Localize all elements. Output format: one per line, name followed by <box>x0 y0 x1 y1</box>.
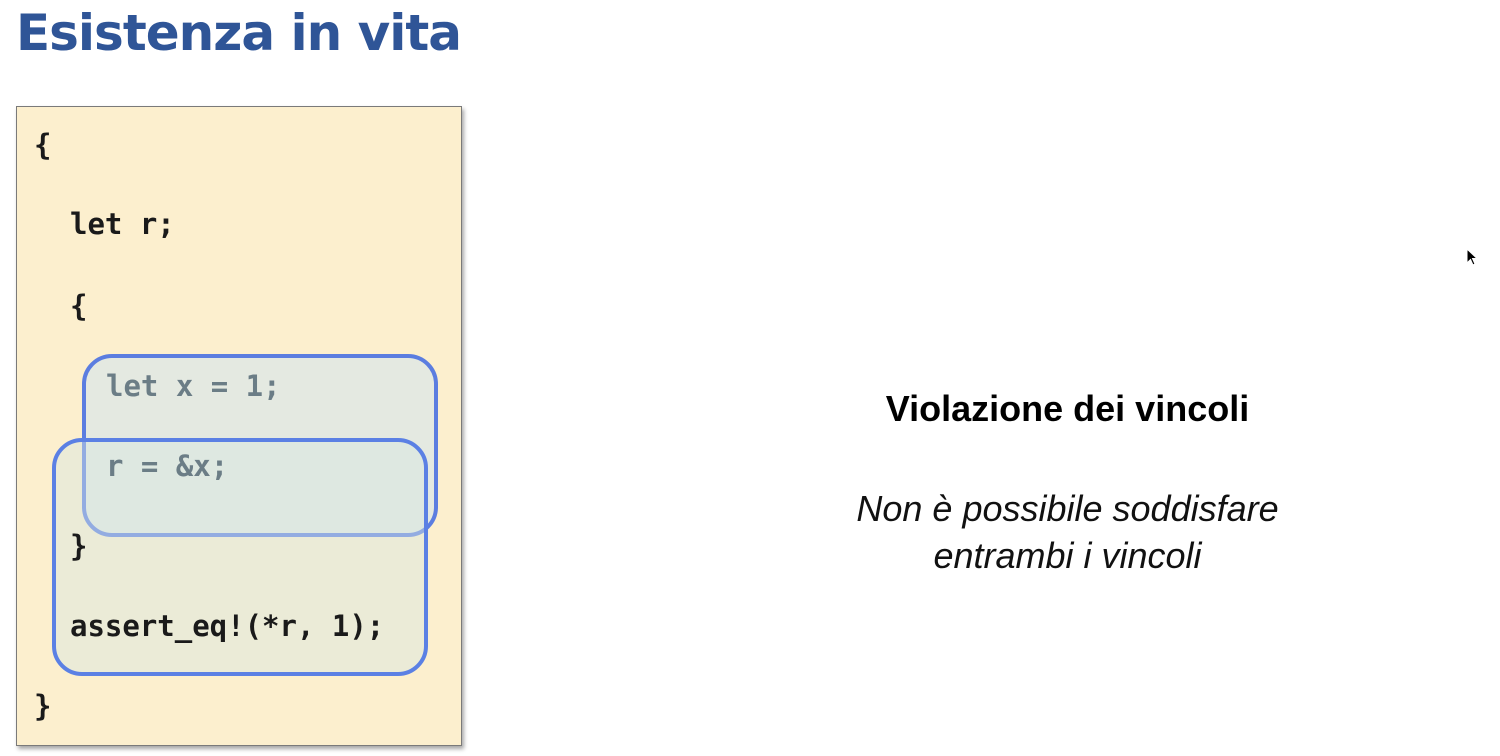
code-assign-r: r = &x; <box>106 449 229 483</box>
code-close-brace: } <box>34 689 52 723</box>
outer-scope-highlight <box>52 438 428 676</box>
subtext-line-1: Non è possibile soddisfare <box>856 488 1279 529</box>
code-inner-close-brace: } <box>70 529 88 563</box>
inner-scope-highlight <box>82 354 438 537</box>
violation-subtext: Non è possibile soddisfare entrambi i vi… <box>780 485 1355 579</box>
code-let-r: let r; <box>70 207 175 241</box>
subtext-line-2: entrambi i vincoli <box>933 535 1202 576</box>
code-open-brace: { <box>34 128 52 162</box>
code-assert: assert_eq!(*r, 1); <box>70 609 385 643</box>
code-inner-open-brace: { <box>70 289 88 323</box>
code-let-x: let x = 1; <box>106 369 281 403</box>
mouse-pointer-icon <box>1466 248 1478 266</box>
slide-title: Esistenza in vita <box>16 4 462 62</box>
violation-heading: Violazione dei vincoli <box>885 388 1250 429</box>
